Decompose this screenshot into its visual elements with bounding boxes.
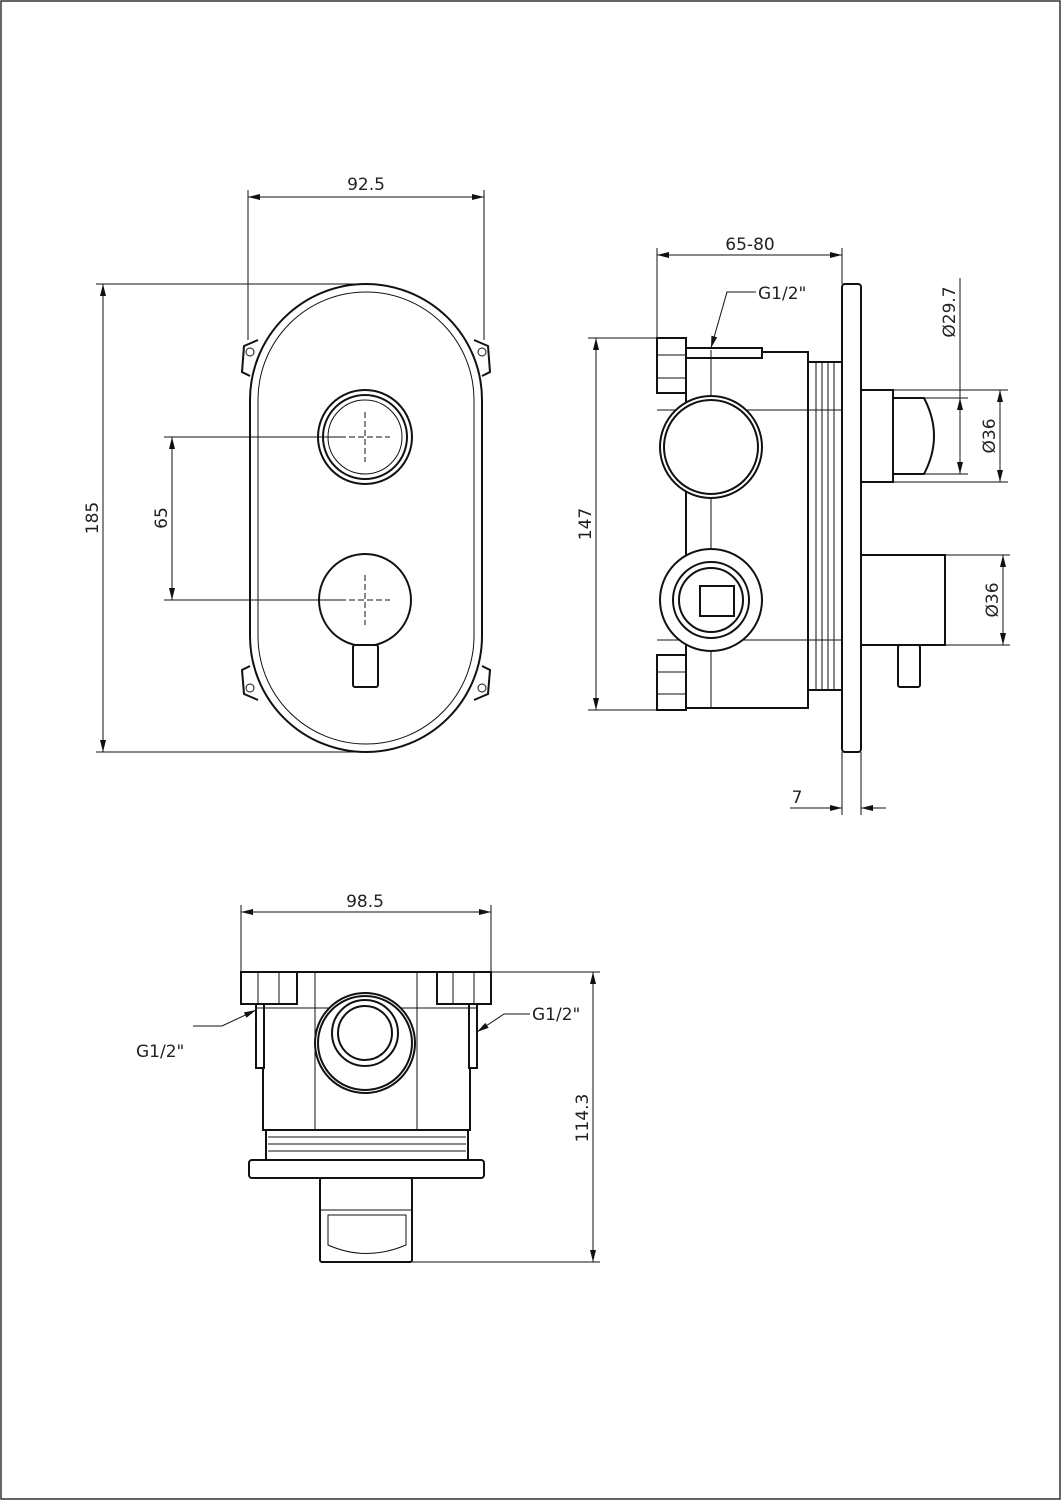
side-depth-dim: 65-80	[725, 235, 774, 255]
front-dimensions	[96, 190, 485, 753]
mounting-lugs	[240, 339, 492, 701]
top-port	[659, 395, 763, 499]
left-lug	[240, 971, 298, 1005]
bottom-stem	[319, 1177, 413, 1263]
top-lug	[656, 337, 687, 394]
bottom-width-dim: 98.5	[346, 892, 384, 912]
bottom-flange	[248, 1159, 485, 1179]
bottom-port	[659, 548, 763, 652]
front-height-dim: 185	[83, 502, 103, 534]
bottom-right-thread-label: G1/2"	[532, 1005, 580, 1025]
wall-plate	[841, 283, 862, 753]
bottom-threads	[265, 1129, 469, 1161]
bottom-height-dim: 114.3	[573, 1094, 593, 1143]
dia-29-7-dim: Ø29.7	[940, 286, 960, 337]
bottom-dimensions	[193, 905, 600, 1263]
center-port	[314, 992, 416, 1094]
bottom-lug	[656, 654, 687, 711]
oval-plate	[249, 283, 483, 753]
front-view: 92.5 185 65	[83, 175, 492, 753]
oval-plate-inner	[257, 291, 475, 745]
side-view: 65-80 G1/2" 147 7 Ø29.7 Ø36 Ø36	[576, 235, 1010, 815]
plate-thickness-dim: 7	[792, 788, 803, 808]
right-lug	[436, 971, 492, 1005]
side-height-dim: 147	[576, 508, 596, 540]
side-dimensions	[588, 248, 1010, 815]
threads	[807, 361, 843, 691]
bottom-knob-side	[860, 554, 946, 688]
center-marks	[340, 412, 390, 625]
dia-36-bottom-dim: Ø36	[983, 582, 1003, 617]
bottom-view: 98.5 G1/2" G1/2" 114.3	[136, 892, 600, 1263]
front-spacing-dim: 65	[152, 507, 172, 529]
side-thread-label: G1/2"	[758, 284, 806, 304]
top-knob-side	[860, 389, 935, 483]
front-width-dim: 92.5	[347, 175, 385, 195]
bottom-knob	[318, 553, 412, 688]
bottom-left-thread-label: G1/2"	[136, 1042, 184, 1062]
dia-36-top-dim: Ø36	[980, 418, 1000, 453]
